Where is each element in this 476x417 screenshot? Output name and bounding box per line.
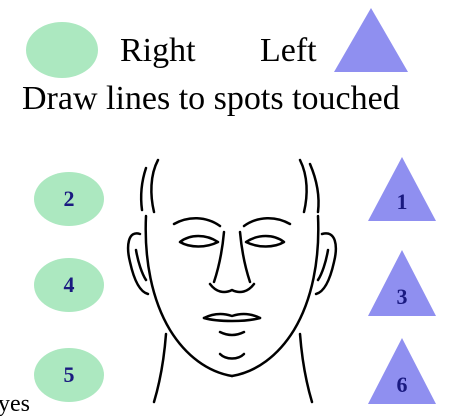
left-spot-triangle[interactable]: 6	[368, 338, 436, 404]
right-spot-oval[interactable]: 4	[34, 258, 104, 312]
face-drawing	[124, 150, 342, 404]
right-spot-number: 5	[64, 364, 75, 386]
legend-left-label: Left	[260, 34, 317, 68]
legend-right-oval	[26, 22, 98, 78]
right-spot-oval[interactable]: 2	[34, 172, 104, 226]
left-spot-number: 6	[368, 374, 436, 396]
right-spot-oval[interactable]: 5	[34, 348, 104, 402]
left-spot-number: 3	[368, 286, 436, 308]
legend-left-triangle	[334, 8, 408, 74]
right-spot-number: 4	[64, 274, 75, 296]
left-spot-number: 1	[368, 191, 436, 213]
left-spot-triangle[interactable]: 1	[368, 157, 436, 223]
left-spot-triangle[interactable]: 3	[368, 250, 436, 318]
right-spot-number: 2	[64, 188, 75, 210]
legend-right-label: Right	[120, 34, 196, 68]
footer-partial-text: yes	[0, 392, 30, 416]
instruction-text: Draw lines to spots touched	[22, 82, 400, 116]
